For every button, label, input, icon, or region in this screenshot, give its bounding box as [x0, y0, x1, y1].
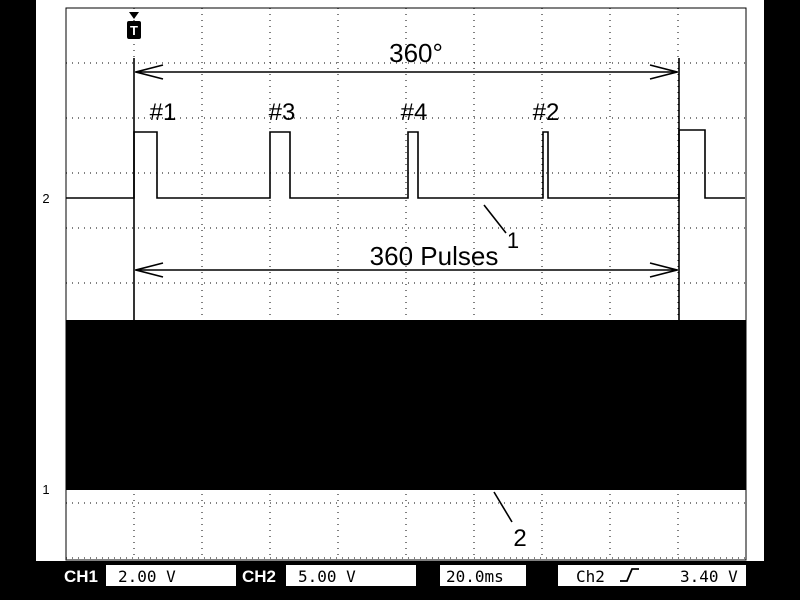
- right-bezel: [764, 0, 800, 600]
- rising-edge-icon: [620, 568, 639, 582]
- status-bar: CH1 2.00 V CH2 5.00 V 20.0ms Ch2 3.40 V: [36, 561, 764, 590]
- cam-pulse-label-3: #3: [269, 99, 296, 126]
- trace2-callout-leader: [493, 491, 513, 523]
- trace1-callout-label: 1: [507, 228, 519, 253]
- graticule-grid: [65, 7, 747, 561]
- ch1-crank-trace: [66, 320, 746, 488]
- ch1-marker-label: 1: [42, 482, 49, 497]
- timebase-readout[interactable]: 20.0ms: [446, 567, 504, 586]
- ch1-label: CH1: [64, 567, 98, 586]
- ch2-label: CH2: [242, 567, 276, 586]
- trigger-marker-label: T: [130, 23, 138, 38]
- ch1-volts-per-div[interactable]: 2.00 V: [118, 567, 176, 586]
- trace2-callout-label: 2: [513, 525, 526, 552]
- left-bezel: [0, 0, 36, 600]
- trigger-source[interactable]: Ch2: [576, 567, 605, 586]
- ch1-ground-marker[interactable]: 1: [38, 482, 62, 497]
- trace1-callout-leader: [483, 204, 507, 234]
- ch2-marker-label: 2: [42, 191, 49, 206]
- pulse-count-label: 360 Pulses: [370, 241, 499, 271]
- grid-frame: [65, 7, 747, 561]
- cam-pulse-label-1: #1: [150, 99, 177, 126]
- ch2-volts-per-div[interactable]: 5.00 V: [298, 567, 356, 586]
- trigger-level-readout[interactable]: 3.40 V: [680, 567, 738, 586]
- ch2-ground-marker[interactable]: 2: [38, 191, 62, 206]
- cam-cycle-label: 360°: [389, 38, 443, 68]
- trigger-position-marker[interactable]: T: [127, 12, 141, 39]
- cam-pulse-label-2: #2: [533, 99, 560, 126]
- cam-pulse-label-4: #4: [401, 99, 428, 126]
- trigger-level-icon: [735, 146, 744, 156]
- bottom-bezel: [36, 590, 764, 600]
